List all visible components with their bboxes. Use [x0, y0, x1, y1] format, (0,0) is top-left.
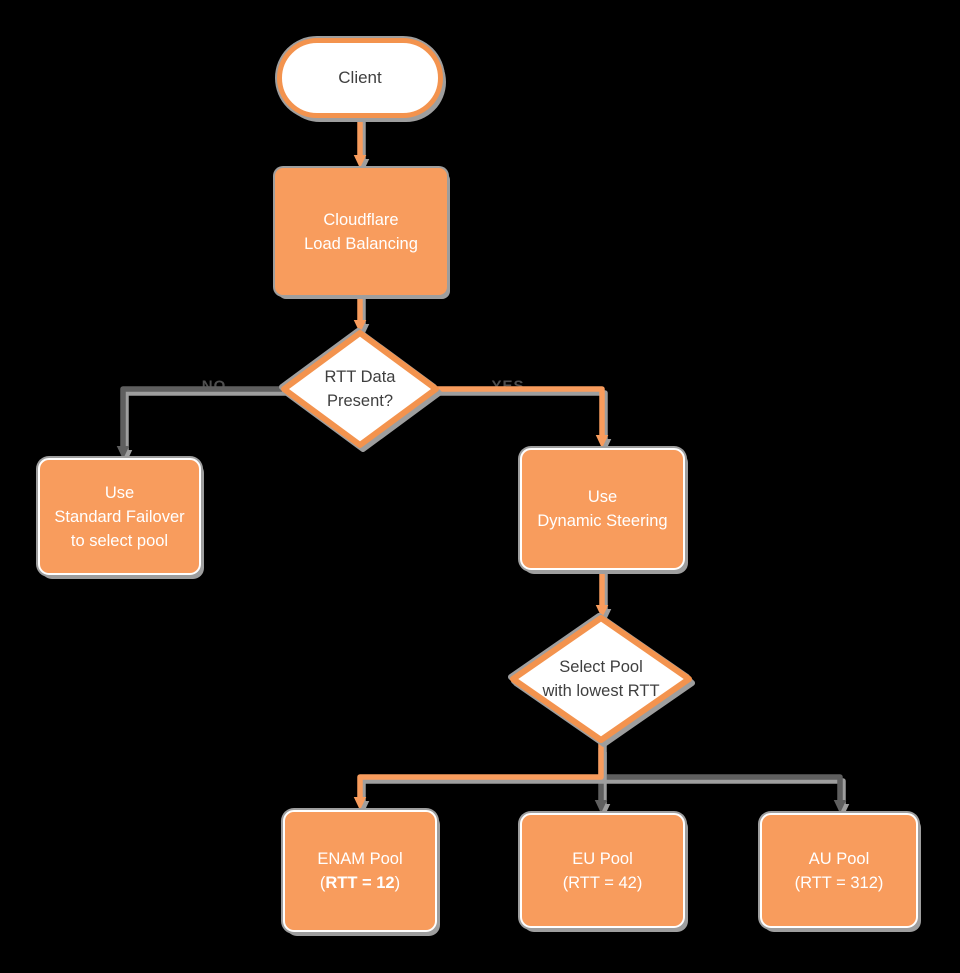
edge-pool-decision-to-enam [353, 740, 604, 811]
eu-pool-name: EU Pool [572, 849, 633, 868]
rtt-decision-text: RTT Data Present? [325, 365, 396, 413]
pool-decision-line2: with lowest RTT [542, 682, 660, 700]
cloudflare-line1: Cloudflare [323, 210, 399, 229]
enam-pool-name: ENAM Pool [317, 850, 403, 868]
eu-pool-node: EU Pool (RTT = 42) [520, 813, 685, 928]
enam-rtt-open-paren: ( [319, 874, 326, 892]
dynamic-steering-line2: Dynamic Steering [537, 512, 668, 530]
au-pool-node: AU Pool (RTT = 312) [760, 813, 918, 928]
edge-no-to-standard-failover [116, 386, 284, 460]
edge-pool-decision-to-au [601, 774, 847, 814]
cloudflare-load-balancing-node: Cloudflare Load Balancing [275, 168, 447, 295]
standard-failover-line3: to select pool [70, 531, 169, 550]
client-node: Client [277, 38, 443, 118]
dynamic-steering-node: Use Dynamic Steering [520, 448, 685, 570]
enam-pool-rtt: (RTT = 12) [320, 871, 400, 895]
dynamic-steering-line1: Use [587, 488, 618, 506]
client-label: Client [338, 68, 382, 87]
edge-yes-to-dynamic-steering [436, 386, 609, 449]
au-pool-name: AU Pool [808, 849, 870, 868]
pool-decision-line1: Select Pool [559, 658, 643, 676]
standard-failover-line1: Use [104, 483, 135, 502]
standard-failover-line2: Standard Failover [54, 507, 185, 526]
rtt-decision-line2: Present? [326, 392, 394, 410]
enam-rtt-value: RTT = 12 [325, 874, 395, 892]
eu-pool-rtt: (RTT = 42) [562, 873, 643, 892]
au-pool-rtt: (RTT = 312) [794, 873, 884, 892]
pool-decision-text: Select Pool with lowest RTT [542, 655, 659, 703]
standard-failover-node: Use Standard Failover to select pool [38, 458, 201, 575]
pool-decision-diamond [510, 615, 692, 743]
rtt-decision-line1: RTT Data [324, 368, 396, 386]
rtt-decision-diamond [281, 330, 439, 448]
cloudflare-line2: Load Balancing [304, 234, 418, 253]
enam-rtt-close-paren: ) [394, 874, 401, 892]
enam-pool-node: ENAM Pool (RTT = 12) [283, 810, 437, 932]
